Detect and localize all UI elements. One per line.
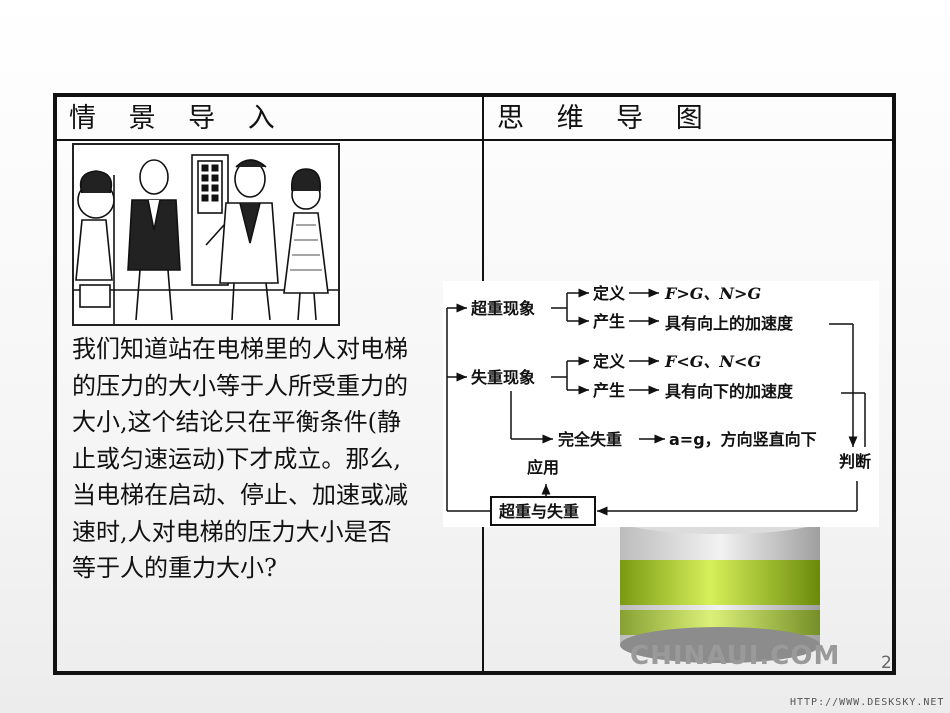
intro-paragraph: 我们知道站在电梯里的人对电梯的压力的大小等于人所受重力的大小,这个结论只在平衡条…: [72, 335, 408, 582]
mm-wanquan: 完全失重: [558, 430, 622, 449]
mind-map: 超重现象 失重现象 定义 产生 定义 产生 F>G、N>G 具有向上的加速度 F…: [443, 281, 879, 527]
mm-accel-up: 具有向上的加速度: [665, 314, 794, 333]
mm-shizhong: 失重现象: [471, 368, 535, 387]
people-elevator-icon: [74, 154, 338, 324]
mm-def-under: F<G、N<G: [664, 352, 761, 371]
header-scene-intro: 情 景 导 入: [69, 103, 287, 134]
elevator-illustration: [72, 143, 340, 326]
header-mind-map: 思 维 导 图: [497, 103, 715, 134]
mm-dingyi-1: 定义: [592, 284, 625, 303]
mm-accel-down: 具有向下的加速度: [665, 382, 794, 401]
mm-chaozhong: 超重现象: [470, 299, 535, 318]
header-divider: [57, 139, 892, 141]
mm-def-over: F>G、N>G: [664, 284, 761, 303]
mm-yingyong: 应用: [527, 458, 559, 477]
mm-chansheng-1: 产生: [593, 312, 625, 331]
brand-watermark: CHINAUI.COM: [630, 641, 841, 671]
mm-center: 超重与失重: [498, 502, 579, 521]
mm-panduan: 判断: [839, 452, 871, 471]
page-number: 2: [881, 653, 892, 673]
mm-dingyi-2: 定义: [592, 352, 625, 371]
url-watermark: HTTP://WWW.DESKSKY.NET: [790, 697, 945, 708]
mm-wanquan-desc: a=g，方向竖直向下: [669, 430, 817, 449]
mm-chansheng-2: 产生: [593, 381, 625, 400]
